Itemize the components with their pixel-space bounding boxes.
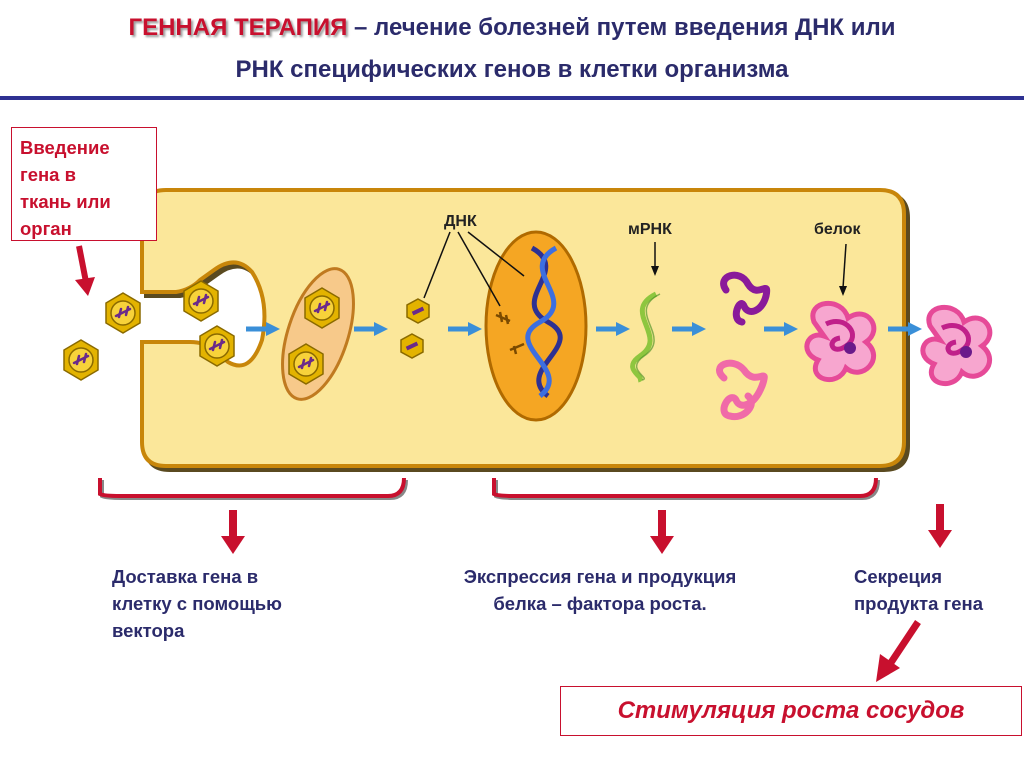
gene-input-line: гена в: [20, 164, 76, 185]
secretion-caption-line: Секреция: [854, 566, 943, 587]
title-term: ГЕННАЯ ТЕРАПИЯ: [128, 14, 348, 41]
secretion-caption: Секреция продукта гена: [854, 563, 1024, 617]
gene-input-line: Введение: [20, 137, 110, 158]
dna-pointer-lines: [423, 231, 525, 307]
dna-helix-strand: [525, 245, 558, 398]
protein-label: белок: [814, 221, 862, 238]
expression-caption: Экспрессия гена и продукция белка – факт…: [424, 563, 776, 617]
capsid-icon: [406, 298, 430, 324]
delivery-caption-line: клетку с помощью: [112, 593, 282, 614]
title-line-1: ГЕННАЯ ТЕРАПИЯ – лечение болезней путем …: [0, 14, 1024, 42]
dna-helix-strand: [530, 245, 563, 398]
protein-chain: [716, 359, 768, 421]
viral-vector-icon: [62, 338, 100, 382]
title-divider: [0, 96, 1024, 100]
gene-input-box: Введение гена в ткань или орган: [11, 127, 157, 241]
protein-chain: [720, 271, 771, 326]
down-arrow-icon: [928, 504, 952, 548]
title-dash: –: [354, 14, 368, 41]
mrna-strand: [630, 291, 658, 383]
gene-input-line: ткань или: [20, 191, 111, 212]
dna-label: ДНК: [444, 213, 477, 230]
expression-caption-line: Экспрессия гена и продукция: [463, 566, 737, 587]
capsid-icon: [400, 333, 424, 359]
protein-pointer: [839, 243, 847, 296]
title-line-2: РНК специфических генов в клетки организ…: [0, 56, 1024, 84]
delivery-caption: Доставка гена в клетку с помощью вектора: [112, 563, 352, 644]
secreted-protein-icon: [920, 305, 993, 386]
delivery-caption-line: вектора: [112, 620, 185, 641]
delivery-caption-line: Доставка гена в: [112, 566, 259, 587]
result-box: Стимуляция роста сосудов: [560, 686, 1022, 736]
gene-input-line: орган: [20, 218, 72, 239]
secretion-caption-line: продукта гена: [854, 593, 983, 614]
title-definition-2: РНК специфических генов в клетки организ…: [235, 56, 789, 83]
folded-protein-icon: [804, 301, 877, 382]
result-arrow-icon: [876, 620, 921, 682]
mrna-strand: [635, 293, 661, 381]
expression-bracket: [492, 477, 878, 498]
dna-fragment-icon: [495, 311, 525, 355]
title-definition-1: лечение болезней путем введения ДНК или: [374, 14, 896, 41]
mrna-pointer: [651, 242, 659, 276]
expression-caption-line: белка – фактора роста.: [493, 593, 707, 614]
down-arrow-icon: [221, 510, 245, 554]
delivery-bracket: [98, 477, 406, 498]
viral-vector-icon: [104, 291, 142, 335]
entry-arrow-icon: [75, 245, 95, 296]
down-arrow-icon: [650, 510, 674, 554]
mrna-label: мРНК: [628, 221, 672, 238]
